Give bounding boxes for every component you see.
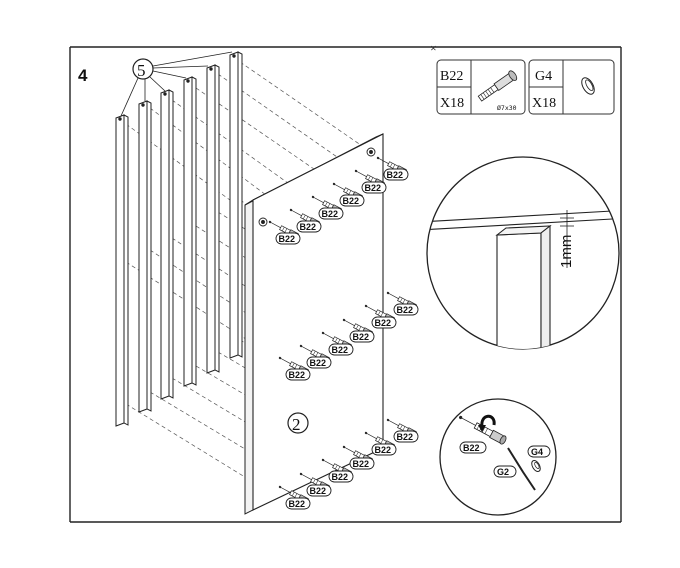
b22-label: B22 [296,220,322,233]
b22-label-text: B22 [332,345,349,355]
cap-icon [531,460,541,472]
detail-gap-measure: 1mm [558,235,575,268]
b22-label-text: B22 [322,209,339,219]
b22-label: B22 [328,343,354,356]
detail-label-g2-text: G2 [497,467,509,477]
detail-label-b22-text: B22 [463,443,480,453]
b22-label-text: B22 [343,196,360,206]
b22-label: B22 [349,457,375,470]
b22-label-bubble [393,303,419,316]
b22-label-text: B22 [387,170,404,180]
b22-label-text: B22 [365,183,382,193]
b22-label: B22 [361,181,387,194]
b22-label-bubble [393,430,419,443]
b22-label: B22 [339,194,365,207]
callout-5: 5 [120,51,233,117]
b22-label: B22 [371,443,397,456]
rail-2 [206,64,220,374]
rotation-arrow-icon [480,414,496,428]
callout-2-label: 2 [292,415,301,434]
legend-g4-qty: X18 [532,96,556,111]
rail-3 [183,76,197,387]
b22-label-text: B22 [310,358,327,368]
b22-label-text: B22 [300,222,317,232]
b22-label-text: B22 [289,370,306,380]
detail-label-g4: G4 [527,445,551,458]
dowel-screw-icon [477,70,518,102]
b22-label: B22 [383,168,409,181]
b22-label: B22 [275,232,301,245]
b22-label: B22 [393,430,419,443]
b22-label-bubble [328,343,354,356]
b22-label-bubble [371,443,397,456]
b22-label-bubble [371,316,397,329]
b22-label-bubble [349,457,375,470]
screw-layer: B22B22B22B22B22B22B22B22B22B22B22B22B22B… [268,156,419,510]
detail-label-g2: G2 [493,465,517,478]
b22-label: B22 [306,484,332,497]
b22-label: B22 [318,207,344,220]
b22-label: B22 [393,303,419,316]
rails-group [115,51,243,427]
b22-label-text: B22 [375,445,392,455]
b22-label-text: B22 [279,234,296,244]
legend-item-g4: G4 X18 [528,59,615,115]
callout-5-label: 5 [137,61,146,80]
b22-label: B22 [371,316,397,329]
detail-label-b22: B22 [459,441,487,454]
top-mark: ✕ [430,44,437,53]
rail-4 [160,89,174,400]
detail-gap: 1mm [426,156,620,350]
b22-label-bubble [306,484,332,497]
panel-cam-holes [258,147,376,227]
b22-label-text: B22 [289,499,306,509]
b22-label-bubble [306,356,332,369]
cap-icon [581,77,595,95]
b22-label-bubble [361,181,387,194]
step-number: 4 [78,66,88,85]
b22-label-text: B22 [353,332,370,342]
callout-2: 2 [287,412,309,434]
legend-b22-code: B22 [440,69,463,84]
b22-label-bubble [318,207,344,220]
b22-label-bubble [285,368,311,381]
b22-label-bubble [285,497,311,510]
legend-g4-code: G4 [535,69,552,84]
b22-label: B22 [285,497,311,510]
b22-label: B22 [285,368,311,381]
detail-label-g4-text: G4 [531,447,543,457]
b22-label: B22 [349,330,375,343]
legend-b22-spec: Ø7x30 [497,104,517,112]
legend-b22-qty: X18 [440,96,464,111]
frame-border [69,46,622,523]
b22-label-bubble [275,232,301,245]
b22-label-bubble [339,194,365,207]
b22-label-text: B22 [375,318,392,328]
b22-label-text: B22 [353,459,370,469]
b22-label-bubble [349,330,375,343]
rail-5 [138,100,152,413]
b22-label-text: B22 [310,486,327,496]
parts-legend: B22 X18 Ø7x30 G4 X18 [436,59,615,115]
rail-1 [229,51,243,359]
allen-key-icon [507,447,536,491]
b22-label-text: B22 [397,305,414,315]
b22-label-bubble [296,220,322,233]
b22-label-bubble [328,470,354,483]
b22-label-bubble [383,168,409,181]
b22-label: B22 [328,470,354,483]
detail-tool: B22 G4 G2 [439,398,557,516]
rail-6 [115,114,129,427]
b22-label-text: B22 [397,432,414,442]
b22-label-text: B22 [332,472,349,482]
b22-label: B22 [306,356,332,369]
legend-item-b22: B22 X18 Ø7x30 [436,59,526,115]
